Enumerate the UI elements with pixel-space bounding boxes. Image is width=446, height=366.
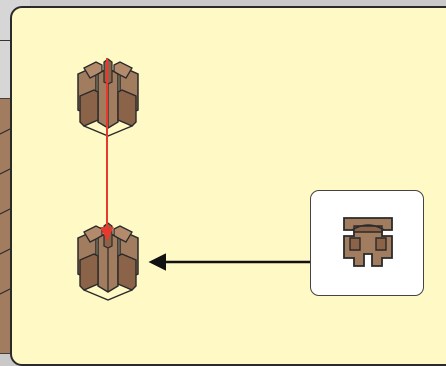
diagram-canvas	[77, 58, 312, 301]
background-divider	[0, 40, 12, 41]
bracket-tool-icon	[343, 217, 393, 267]
diagram-panel	[10, 6, 446, 366]
background-stack-edge	[0, 98, 12, 354]
tool-card[interactable]	[310, 190, 424, 296]
